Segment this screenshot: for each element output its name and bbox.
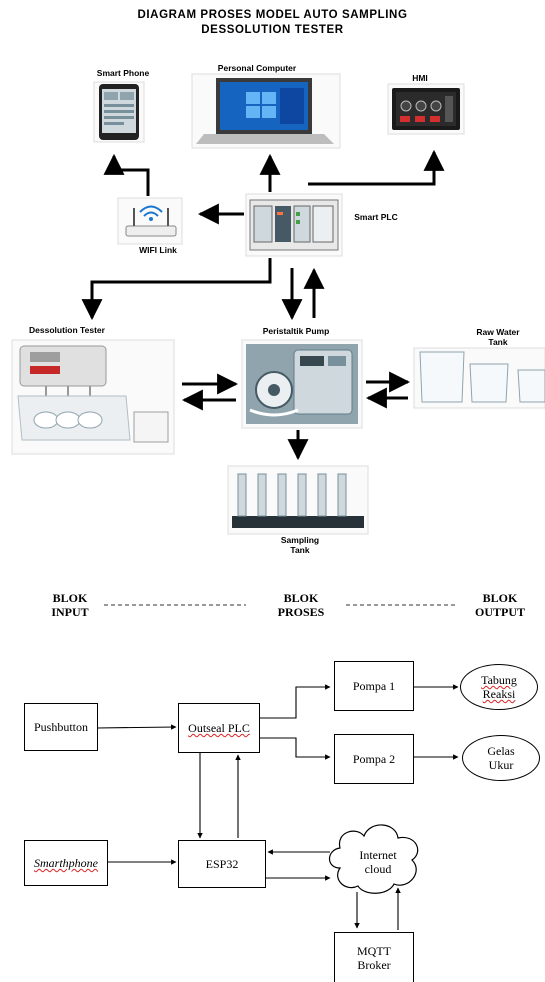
top-connectors — [81, 149, 445, 461]
personal-computer-label: Personal Computer — [217, 63, 297, 73]
blok-output-line-1: BLOK — [482, 591, 518, 605]
mqtt-broker-node: MQTT Broker — [334, 932, 414, 982]
internet-cloud-line-2: cloud — [364, 862, 392, 876]
hmi-panel-icon — [387, 83, 465, 135]
sampling-tank-label-line-1: Sampling — [280, 535, 320, 545]
internet-cloud-shape — [328, 824, 419, 894]
outseal-plc-label: Outseal PLC — [188, 721, 250, 735]
arrow-plc-to-tester — [81, 258, 272, 321]
esp32-node: ESP32 — [178, 840, 266, 888]
laptop-icon — [191, 73, 341, 149]
smart-phone-label: Smart Phone — [96, 68, 150, 78]
sampling-tubes-icon — [227, 465, 369, 535]
arrow-plc-to-pompa2 — [260, 737, 331, 760]
blok-output-line-2: OUTPUT — [474, 605, 525, 619]
tabung-reaksi-node: Tabung Reaksi — [460, 664, 538, 710]
blok-input-header: BLOK INPUT — [34, 591, 106, 619]
blok-proses-line-1: BLOK — [283, 591, 319, 605]
outseal-plc-node: Outseal PLC — [178, 703, 260, 753]
arrow-plc-to-pompa1 — [260, 684, 331, 719]
blok-output-header: BLOK OUTPUT — [460, 591, 540, 619]
internet-cloud-node: Internet cloud — [340, 848, 416, 876]
dissolution-tester-icon — [11, 339, 175, 455]
beakers-icon — [413, 347, 545, 409]
tabung-reaksi-line-2: Reaksi — [482, 687, 516, 701]
wifi-link-label: WIFI Link — [139, 245, 177, 255]
gelas-ukur-line-1: Gelas — [487, 744, 515, 758]
smart-plc-label: Smart PLC — [354, 212, 398, 222]
pompa-2-node: Pompa 2 — [334, 734, 414, 784]
wifi-router-icon — [117, 197, 183, 245]
mqtt-broker-line-1: MQTT — [357, 943, 391, 958]
diagram-title-line-1: DIAGRAM PROSES MODEL AUTO SAMPLING — [137, 9, 408, 21]
plc-icon — [245, 193, 343, 257]
peristaltic-pump-label: Peristaltik Pump — [262, 326, 330, 336]
tabung-reaksi-line-1: Tabung — [481, 673, 517, 687]
arrow-plc-to-hmi — [308, 149, 445, 186]
smartphone-node: Smarthphone — [24, 840, 108, 886]
blok-proses-line-2: PROSES — [277, 605, 325, 619]
arrow-wifi-to-phone — [103, 153, 150, 196]
raw-water-tank-label-line-1: Raw Water — [476, 327, 520, 337]
gelas-ukur-node: Gelas Ukur — [462, 735, 540, 781]
bottom-connectors — [96, 684, 459, 930]
pompa-1-node: Pompa 1 — [334, 661, 414, 711]
pushbutton-node: Pushbutton — [24, 703, 98, 751]
dessolution-tester-label: Dessolution Tester — [29, 325, 105, 335]
arrow-pushbutton-to-plc — [96, 724, 177, 730]
mqtt-broker-line-2: Broker — [357, 957, 391, 972]
blok-proses-header: BLOK PROSES — [262, 591, 340, 619]
raw-water-tank-label-line-2: Tank — [488, 337, 508, 347]
hmi-label: HMI — [412, 73, 428, 83]
blok-input-line-2: INPUT — [51, 605, 89, 619]
gelas-ukur-line-2: Ukur — [488, 758, 514, 772]
smartphone-label: Smarthphone — [34, 856, 98, 870]
diagram-title-line-2: DESSOLUTION TESTER — [201, 24, 344, 36]
internet-cloud-line-1: Internet — [359, 848, 397, 862]
sampling-tank-label-line-2: Tank — [290, 545, 310, 555]
peristaltic-pump-icon — [241, 339, 363, 429]
blok-input-line-1: BLOK — [52, 591, 88, 605]
smartphone-icon — [93, 81, 145, 143]
